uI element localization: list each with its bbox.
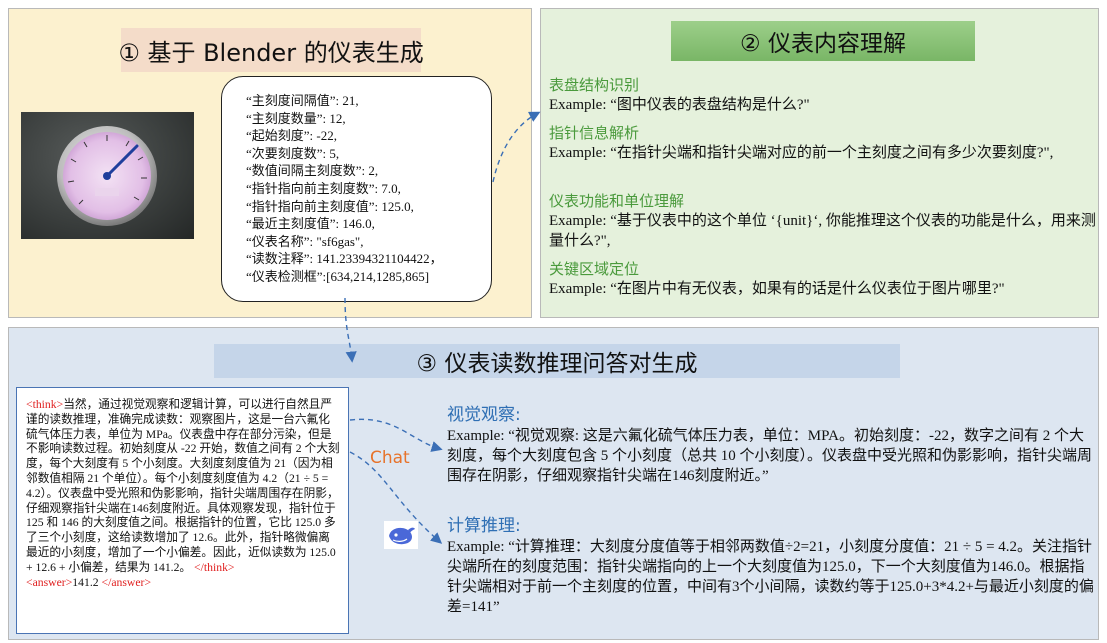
param-line: “主刻度数量”: 12, — [246, 110, 346, 126]
gauge-params-box: “主刻度间隔值”: 21, “主刻度数量”: 12, “起始刻度”: -22, … — [221, 76, 492, 302]
task-example: Example: “基于仪表中的这个单位 ‘{unit}‘, 你能推理这个仪表的… — [549, 213, 1096, 249]
reasoning-qa-panel: ③ 仪表读数推理问答对生成 <think>当然，通过视觉观察和逻辑计算，可以进行… — [8, 327, 1099, 640]
task-pointer: 指针信息解析 Example: “在指针尖端和指针尖端对应的前一个主刻度之间有多… — [549, 123, 1099, 163]
param-line: “主刻度间隔值”: 21, — [246, 93, 359, 108]
param-line: “仪表名称”: "sf6gas", — [246, 233, 364, 249]
task-heading: 仪表功能和单位理解 — [549, 192, 685, 210]
task-structure: 表盘结构识别 Example: “图中仪表的表盘结构是什么?" — [549, 75, 1099, 115]
think-answer-box: <think>当然，通过视觉观察和逻辑计算，可以进行自然且严谨的读数推理，准确完… — [16, 387, 349, 634]
param-line: “最近主刻度值”: 146.0, — [246, 216, 375, 232]
panel1-title: ① 基于 Blender 的仪表生成 — [118, 28, 424, 72]
task-heading: 关键区域定位 — [549, 260, 640, 278]
task-example: Example: “在指针尖端和指针尖端对应的前一个主刻度之间有多少次要刻度?"… — [549, 145, 1054, 161]
step-heading: 计算推理: — [447, 516, 521, 536]
task-example: Example: “在图片中有无仪表，如果有的话是什么仪表位于图片哪里?" — [549, 281, 1005, 297]
step-example: Example: “视觉观察: 这是六氟化硫气体压力表，单位：MPA。初始刻度：… — [447, 428, 1093, 484]
whale-logo-icon — [384, 521, 418, 549]
step-calculation-reasoning: 计算推理: Example: “计算推理：大刻度分度值等于相邻两数值÷2=21，… — [447, 515, 1097, 617]
task-heading: 指针信息解析 — [549, 124, 640, 142]
param-line: “次要刻度数”: 5, — [246, 145, 340, 161]
chat-label: Chat — [370, 448, 410, 468]
param-line: “起始刻度”: -22, — [246, 128, 337, 144]
think-close-tag: </think> — [194, 560, 235, 574]
panel3-title: ③ 仪表读数推理问答对生成 — [214, 344, 900, 378]
step-visual-observation: 视觉观察: Example: “视觉观察: 这是六氟化硫气体压力表，单位：MPA… — [447, 404, 1097, 486]
param-line: “指针指向前主刻度数”: 7.0, — [246, 180, 401, 196]
task-example: Example: “图中仪表的表盘结构是什么?" — [549, 97, 810, 113]
panel2-title: ② 仪表内容理解 — [671, 21, 975, 61]
gauge-photo — [21, 112, 194, 239]
think-open-tag: <think> — [26, 398, 64, 411]
param-line: “仪表检测框”:[634,214,1285,865] — [246, 268, 430, 284]
task-heading: 表盘结构识别 — [549, 76, 640, 94]
param-line: “数值间隔主刻度数”: 2, — [246, 163, 379, 179]
answer-value: 141.2 — [72, 575, 102, 589]
gauge-needle — [105, 144, 139, 178]
step-heading: 视觉观察: — [447, 405, 521, 425]
answer-open-tag: <answer> — [26, 575, 73, 589]
task-function-unit: 仪表功能和单位理解 Example: “基于仪表中的这个单位 ‘{unit}‘,… — [549, 191, 1099, 251]
param-line: “读数注释”: 141.23394321104422， — [246, 251, 443, 267]
step-example: Example: “计算推理：大刻度分度值等于相邻两数值÷2=21，小刻度分度值… — [447, 539, 1094, 615]
blender-generation-panel: ① 基于 Blender 的仪表生成 — [8, 8, 532, 318]
content-understanding-panel: ② 仪表内容理解 表盘结构识别 Example: “图中仪表的表盘结构是什么?"… — [540, 8, 1099, 318]
param-line: “指针指向前主刻度值”: 125.0, — [246, 198, 414, 214]
think-text: 当然，通过视觉观察和逻辑计算，可以进行自然且严谨的读数推理，准确完成读数：观察图… — [26, 398, 340, 574]
task-localization: 关键区域定位 Example: “在图片中有无仪表，如果有的话是什么仪表位于图片… — [549, 259, 1099, 299]
answer-close-tag: </answer> — [101, 575, 152, 589]
